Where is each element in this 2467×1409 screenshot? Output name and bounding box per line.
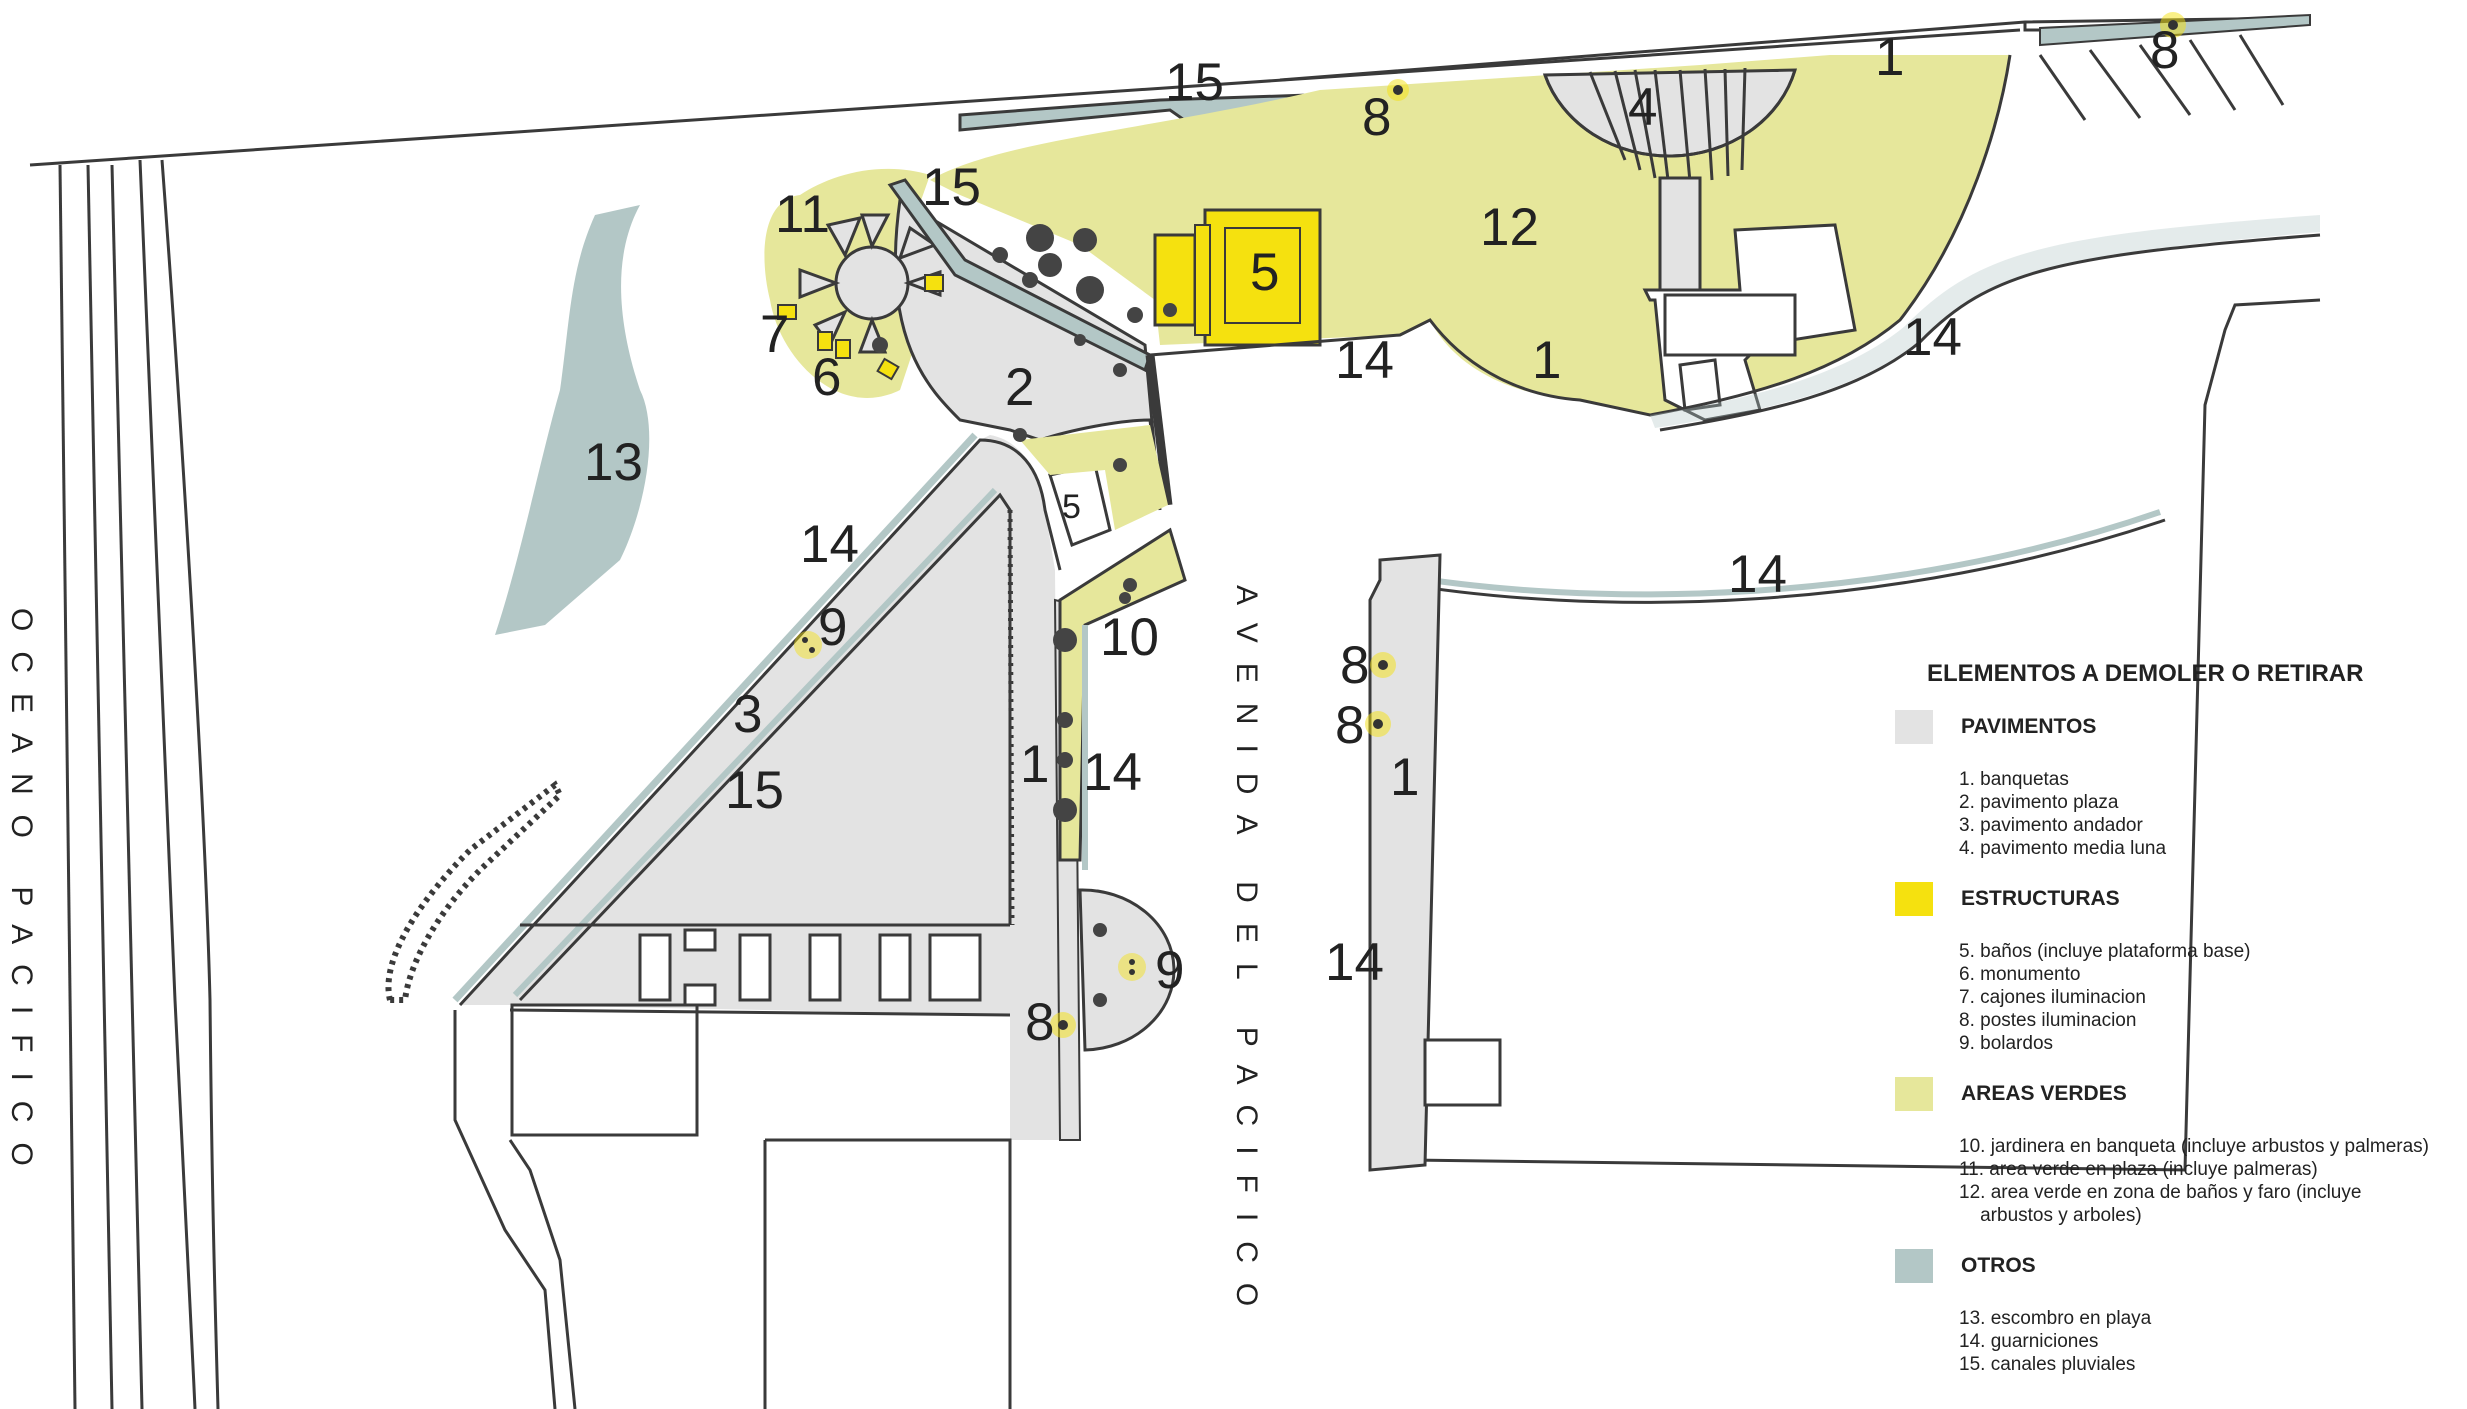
bench-blocks xyxy=(638,928,982,1007)
label-8: 8 xyxy=(1340,636,1369,695)
legend-swatch-pavements xyxy=(1895,710,1933,744)
legend-items-structures: 5. baños (incluye plataforma base) 6. mo… xyxy=(1959,940,2465,1055)
legend-item: 7. cajones iluminacion xyxy=(1959,987,2146,1008)
right-block-boundary xyxy=(1409,298,2321,1172)
label-6: 6 xyxy=(812,348,841,407)
curb-14-right xyxy=(1650,215,2320,428)
legend-items-others: 13. escombro en playa 14. guarniciones 1… xyxy=(1959,1307,2465,1376)
label-8: 8 xyxy=(1335,696,1364,755)
trees xyxy=(872,224,1177,1007)
label-9: 9 xyxy=(818,598,847,657)
legend-item: 10. jardinera en banqueta (incluye arbus… xyxy=(1959,1136,2429,1157)
legend-swatch-green-areas xyxy=(1895,1077,1933,1111)
legend-category-name: PAVIMENTOS xyxy=(1961,715,2097,738)
label-3: 3 xyxy=(733,685,762,744)
legend-item: 5. baños (incluye plataforma base) xyxy=(1959,941,2251,962)
legend-category-pavements: PAVIMENTOS xyxy=(1895,710,2465,744)
legend-category-name: OTROS xyxy=(1961,1254,2036,1277)
legend-item: 6. monumento xyxy=(1959,964,2081,985)
legend-item: 4. pavimento media luna xyxy=(1959,838,2167,859)
half-moon-pavement-4 xyxy=(1542,67,1798,292)
legend-item: 9. bolardos xyxy=(1959,1033,2054,1054)
parking-stripes xyxy=(2038,34,2285,121)
legend-category-green-areas: AREAS VERDES xyxy=(1895,1077,2465,1111)
label-4: 4 xyxy=(1628,78,1657,137)
legend-item: 14. guarniciones xyxy=(1959,1331,2099,1352)
legend-item: 12. area verde en zona de baños y faro (… xyxy=(1959,1182,2362,1226)
label-8: 8 xyxy=(1362,88,1391,147)
label-14: 14 xyxy=(1335,331,1394,390)
label-14: 14 xyxy=(1903,308,1962,367)
legend-item: 11. area verde en plaza (incluye palmera… xyxy=(1959,1159,2318,1180)
green-plaza-lower xyxy=(1020,425,1168,530)
legend-item: 2. pavimento plaza xyxy=(1959,792,2119,813)
label-1: 1 xyxy=(1532,331,1561,390)
legend-items-pavements: 1. banquetas 2. pavimento plaza 3. pavim… xyxy=(1959,768,2465,860)
legend-category-structures: ESTRUCTURAS xyxy=(1895,882,2465,916)
coastline-lines xyxy=(29,28,2021,1409)
legend-item: 8. postes iluminacion xyxy=(1959,1010,2137,1031)
label-14: 14 xyxy=(1083,743,1142,802)
legend-swatch-structures xyxy=(1895,882,1933,916)
label-14: 14 xyxy=(1728,545,1787,604)
legend-category-name: ESTRUCTURAS xyxy=(1961,887,2120,910)
label-12: 12 xyxy=(1480,198,1539,257)
curb-14-upper xyxy=(1149,54,2012,417)
legend-item: 15. canales pluviales xyxy=(1959,1354,2136,1375)
label-15: 15 xyxy=(1165,53,1224,112)
label-1: 1 xyxy=(1020,735,1049,794)
label-13: 13 xyxy=(584,433,643,492)
ocean-label: OCEANO PACIFICO xyxy=(5,608,38,1186)
legend-item: 3. pavimento andador xyxy=(1959,815,2143,836)
planter-10 xyxy=(1058,527,1187,862)
legend-title: ELEMENTOS A DEMOLER O RETIRAR xyxy=(1927,660,2364,687)
label-1: 1 xyxy=(1875,28,1904,87)
label-2: 2 xyxy=(1005,358,1034,417)
label-5: 5 xyxy=(1250,243,1279,302)
lighting-boxes-7 xyxy=(777,274,944,381)
label-5: 5 xyxy=(1062,488,1081,526)
label-14: 14 xyxy=(1325,933,1384,992)
label-1: 1 xyxy=(1390,748,1419,807)
label-10: 10 xyxy=(1100,608,1159,667)
avenue-label: AVENIDA DEL PACIFICO xyxy=(1230,585,1263,1326)
legend-item: 1. banquetas xyxy=(1959,769,2069,790)
legend-swatch-others xyxy=(1895,1249,1933,1283)
rock-pile xyxy=(385,780,564,1003)
light-posts-8 xyxy=(1050,12,2186,1038)
legend-item: 13. escombro en playa xyxy=(1959,1308,2152,1329)
label-8: 8 xyxy=(1025,993,1054,1052)
structure-5-bathrooms xyxy=(1153,208,1322,347)
legend-items-green-areas: 10. jardinera en banqueta (incluye arbus… xyxy=(1959,1135,2465,1227)
sidewalk-1-right xyxy=(1368,553,1442,1172)
bollards-9 xyxy=(794,631,1146,981)
legend: ELEMENTOS A DEMOLER O RETIRAR PAVIMENTOS… xyxy=(1895,660,2465,1398)
wall-strip xyxy=(1145,354,1173,506)
map-number-labels: 1 1 1 1 2 3 4 5 5 6 7 8 8 8 8 8 9 9 10 1… xyxy=(584,21,2179,1052)
right-small-rect xyxy=(1423,1038,1502,1107)
label-15: 15 xyxy=(922,158,981,217)
legend-category-name: AREAS VERDES xyxy=(1961,1082,2127,1105)
beach-rubble-13 xyxy=(495,205,650,635)
label-15: 15 xyxy=(725,761,784,820)
label-7: 7 xyxy=(760,305,789,364)
legend-category-others: OTROS xyxy=(1895,1249,2465,1283)
label-14: 14 xyxy=(800,515,859,574)
lighthouse-buildings xyxy=(1642,223,1857,422)
label-8: 8 xyxy=(2150,21,2179,80)
label-11: 11 xyxy=(775,185,830,244)
lower-structures xyxy=(453,923,1012,1409)
label-9: 9 xyxy=(1155,941,1184,1000)
